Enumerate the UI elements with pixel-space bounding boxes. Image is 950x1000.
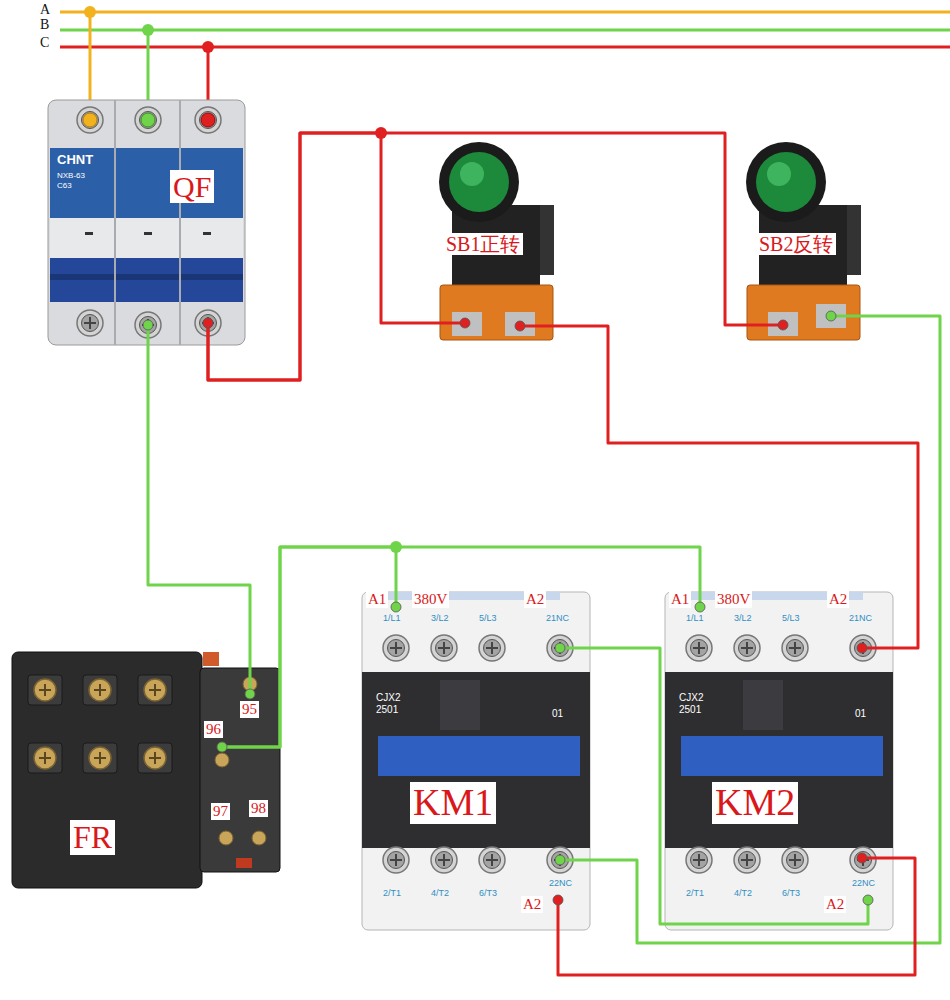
terminal-dot (391, 602, 401, 612)
terminal-dot (217, 742, 227, 752)
component-label: QF (170, 170, 214, 203)
terminal-tag: A2 (524, 591, 546, 608)
wire-line (148, 325, 250, 694)
terminal-tag: A2 (521, 896, 543, 913)
terminal-dot (826, 311, 836, 321)
wire-line (558, 858, 915, 975)
component-label: FR (70, 820, 115, 855)
terminal-dot (555, 855, 565, 865)
model-text: NXB-63 (57, 172, 85, 181)
model-text: C63 (57, 182, 72, 191)
voltage-tag: 380V (715, 591, 752, 608)
terminal-dot (863, 895, 873, 905)
terminal-dot (778, 320, 788, 330)
terminal-dot (857, 853, 867, 863)
phase-name: B (40, 17, 49, 32)
terminal-name: 21NC (849, 614, 872, 624)
terminal-dot (203, 318, 213, 328)
terminal-name: 6/T3 (479, 889, 497, 899)
terminal-name: 3/L2 (431, 614, 449, 624)
phase-name: A (40, 2, 50, 17)
terminal-dot (460, 318, 470, 328)
wire (515, 321, 918, 653)
wire-line (222, 547, 396, 747)
terminal-dot (143, 320, 153, 330)
brand-mark: CHNT (57, 153, 93, 167)
terminal-dot (217, 742, 227, 752)
terminal-name: 5/L3 (479, 614, 497, 624)
terminal-name: 21NC (546, 614, 569, 624)
terminal-name: 6/T3 (782, 889, 800, 899)
wire-line (208, 133, 783, 380)
wire (555, 311, 940, 943)
wire (555, 643, 873, 924)
voltage-tag: 380V (412, 591, 449, 608)
terminal-name: 1/L1 (686, 614, 704, 624)
component-label: SB1正转 (443, 233, 523, 255)
wire-line (520, 326, 918, 648)
breaker-qf: QF (48, 98, 245, 345)
terminal-tag: 95 (240, 701, 259, 718)
terminal-tag: A2 (824, 896, 846, 913)
wire (143, 320, 255, 699)
wire (217, 547, 401, 752)
terminal-tag: 98 (249, 800, 268, 817)
terminal-name: 22NC (852, 879, 875, 889)
model-text: 01 (552, 708, 563, 719)
model-text: CJX2 (376, 692, 400, 703)
terminal-dot (695, 602, 705, 612)
component-label: SB2反转 (756, 233, 836, 255)
component-label: KM2 (712, 782, 798, 824)
terminal-name: 2/T1 (686, 889, 704, 899)
thermal-relay: FR (10, 650, 280, 890)
terminal-name: 22NC (549, 879, 572, 889)
terminal-dot (555, 643, 565, 653)
component-label: KM1 (410, 782, 496, 824)
terminal-name: 4/T2 (734, 889, 752, 899)
wire-line (560, 316, 940, 943)
push-button: SB1正转 (438, 150, 555, 345)
model-text: CJX2 (679, 692, 703, 703)
wire (553, 853, 915, 975)
phase-name: C (40, 35, 49, 50)
terminal-tag: A2 (827, 591, 849, 608)
terminal-name: 5/L3 (782, 614, 800, 624)
model-text: 2501 (679, 704, 701, 715)
push-button: SB2反转 (745, 150, 862, 345)
wire-line (560, 648, 868, 924)
terminal-name: 4/T2 (431, 889, 449, 899)
terminal-tag: A1 (669, 591, 691, 608)
terminal-dot (515, 321, 525, 331)
terminal-name: 1/L1 (383, 614, 401, 624)
terminal-name: 2/T1 (383, 889, 401, 899)
terminal-tag: A1 (366, 591, 388, 608)
wire-line (208, 133, 465, 380)
terminal-tag: 96 (204, 721, 223, 738)
wire (203, 133, 470, 380)
wire (203, 133, 788, 380)
terminal-dot (245, 689, 255, 699)
terminal-dot (203, 318, 213, 328)
terminal-dot (857, 643, 867, 653)
terminal-tag: 97 (211, 803, 230, 820)
model-text: 2501 (376, 704, 398, 715)
model-text: 01 (855, 708, 866, 719)
terminal-name: 3/L2 (734, 614, 752, 624)
terminal-dot (553, 895, 563, 905)
